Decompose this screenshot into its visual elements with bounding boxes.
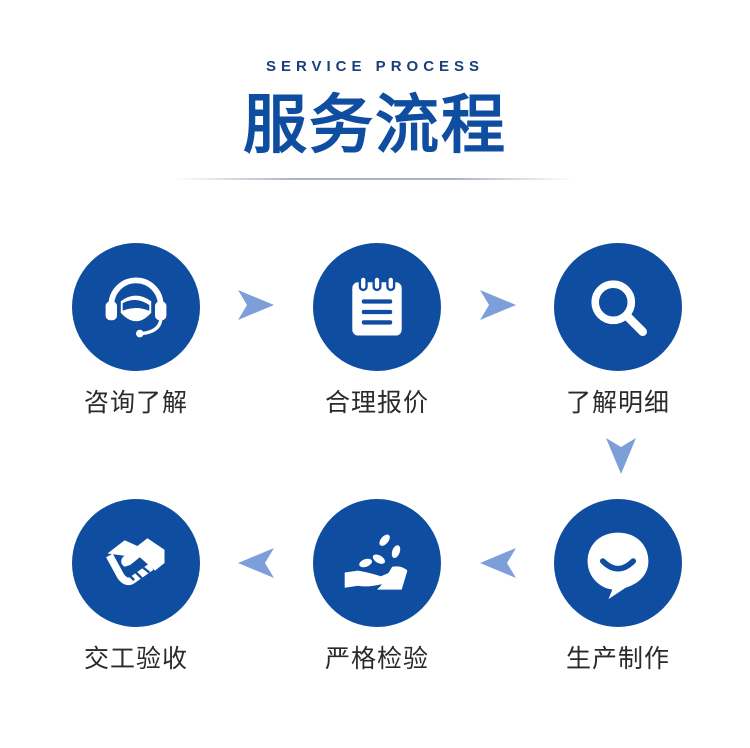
step-production: 生产制作	[538, 499, 698, 689]
section-subtitle: SERVICE PROCESS	[265, 58, 485, 75]
step-quote-circle	[313, 243, 441, 371]
step-details-label: 了解明细	[565, 388, 670, 417]
step-inspection-label: 严格检验	[324, 644, 429, 673]
step-consult-circle	[72, 243, 200, 371]
handshake-icon	[106, 538, 165, 586]
arrow-left-2	[236, 546, 276, 580]
arrow-right-2	[478, 288, 518, 322]
magnifier-icon	[591, 280, 647, 336]
step-acceptance: 交工验收	[56, 499, 216, 689]
title-divider	[175, 178, 575, 180]
step-production-circle	[554, 499, 682, 627]
hand-with-pills-icon	[344, 534, 408, 590]
notepad-icon	[352, 275, 402, 336]
smile-chat-bubble-icon	[587, 532, 649, 600]
customer-service-headset-icon	[105, 277, 167, 338]
step-consult: 咨询了解	[56, 243, 216, 433]
step-quote-label: 合理报价	[324, 388, 429, 417]
arrow-left-1	[478, 546, 518, 580]
step-acceptance-circle	[72, 499, 200, 627]
step-inspection-circle	[313, 499, 441, 627]
step-details-circle	[554, 243, 682, 371]
step-production-label: 生产制作	[565, 644, 670, 673]
step-inspection: 严格检验	[297, 499, 457, 689]
step-details: 了解明细	[538, 243, 698, 433]
step-acceptance-label: 交工验收	[83, 644, 188, 673]
arrow-right-1	[236, 288, 276, 322]
arrow-down	[604, 436, 638, 476]
step-consult-label: 咨询了解	[83, 388, 188, 417]
page-title: 服务流程	[243, 89, 507, 163]
step-quote: 合理报价	[297, 243, 457, 433]
